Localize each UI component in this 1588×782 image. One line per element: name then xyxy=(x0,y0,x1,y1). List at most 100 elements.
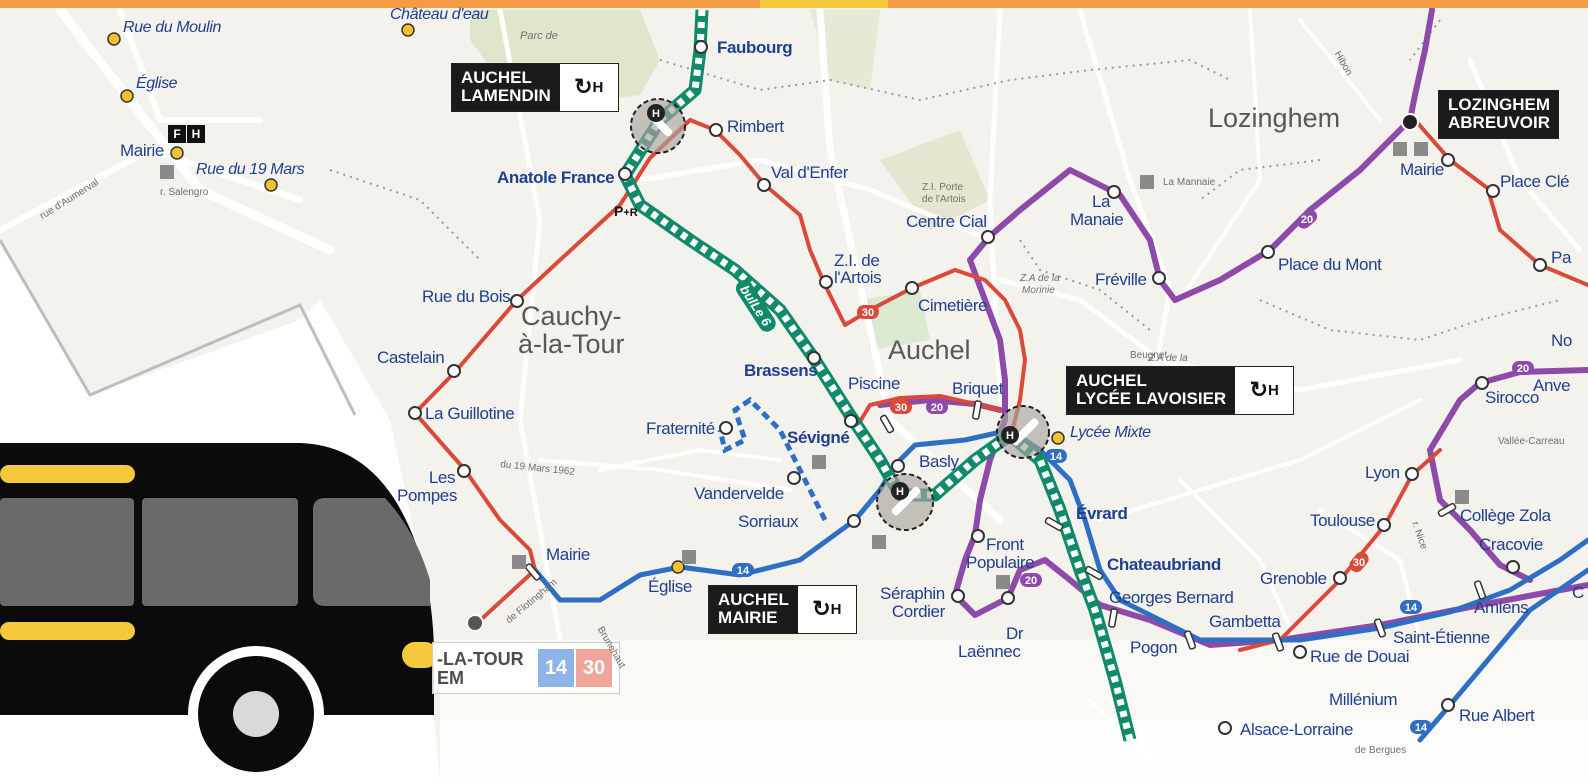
tag-30-c: 30 xyxy=(1353,557,1365,569)
label-mairie-cauchy[interactable]: Mairie xyxy=(546,545,590,564)
town-cauchy-line1: Cauchy- xyxy=(521,301,622,331)
label-rue-de-douai[interactable]: Rue de Douai xyxy=(1310,647,1410,666)
commune-boundary xyxy=(0,239,357,416)
label-chateaubriand[interactable]: Chateaubriand xyxy=(1107,555,1221,574)
label-rue-19-mars[interactable]: Rue du 19 Mars xyxy=(196,161,305,178)
label-cracovie[interactable]: Cracovie xyxy=(1479,535,1543,554)
label-amiens[interactable]: Amiens xyxy=(1474,598,1529,617)
label-chateau-deau[interactable]: Château d'eau xyxy=(390,6,489,23)
network-logo-icon: ↻H xyxy=(812,596,842,622)
label-faubourg[interactable]: Faubourg xyxy=(717,38,793,57)
label-cimetiere[interactable]: Cimetière xyxy=(918,296,988,315)
tag-30-b: 30 xyxy=(895,402,907,414)
label-saint-etienne[interactable]: Saint-Étienne xyxy=(1393,628,1490,647)
label-rue-albert[interactable]: Rue Albert xyxy=(1459,706,1535,725)
stop-briquet xyxy=(972,400,982,420)
label-gambetta[interactable]: Gambetta xyxy=(1209,612,1281,631)
stop-mairie-cauchy xyxy=(524,563,542,581)
label-no[interactable]: No xyxy=(1551,331,1572,350)
label-college-zola[interactable]: Collège Zola xyxy=(1460,506,1551,525)
stop-seraphin xyxy=(951,589,965,603)
label-pogon[interactable]: Pogon xyxy=(1130,638,1178,657)
topbar-orange-left xyxy=(0,0,760,8)
stop-saint-etienne xyxy=(1373,618,1387,638)
label-lycee-mixte[interactable]: Lycée Mixte xyxy=(1070,424,1151,441)
label-evrard[interactable]: Évrard xyxy=(1076,504,1128,523)
stop-pompes xyxy=(457,464,471,478)
stop-manaie xyxy=(1107,185,1121,199)
label-millenium[interactable]: Millénium xyxy=(1329,690,1398,709)
line-20-branch xyxy=(1427,367,1588,583)
text-r-bergues: de Bergues xyxy=(1355,745,1407,756)
label-anatole-france[interactable]: Anatole France xyxy=(497,168,615,187)
label-val-denfer[interactable]: Val d'Enfer xyxy=(771,163,848,182)
label-mairie-top[interactable]: Mairie xyxy=(120,141,164,160)
tag-20-d: 20 xyxy=(1517,363,1529,375)
label-basly[interactable]: Basly xyxy=(919,452,959,471)
text-r-salengro: r. Salengro xyxy=(160,187,209,198)
label-eglise-bottom[interactable]: Église xyxy=(648,577,692,596)
hub-lavoisier-h xyxy=(1001,426,1019,444)
label-piscine[interactable]: Piscine xyxy=(848,374,901,393)
stop-castelain xyxy=(447,364,461,378)
label-brassens[interactable]: Brassens xyxy=(744,361,818,380)
stop-19-mars xyxy=(264,178,278,192)
text-r-vallee-carreau: Vallée-Carreau xyxy=(1498,436,1565,447)
label-eglise-top[interactable]: Église xyxy=(136,75,178,92)
label-freville[interactable]: Fréville xyxy=(1095,270,1147,289)
stop-piscine xyxy=(879,414,895,434)
label-place-du-mont[interactable]: Place du Mont xyxy=(1278,255,1382,274)
industrial-area xyxy=(880,130,990,230)
label-rue-du-bois[interactable]: Rue du Bois xyxy=(422,287,511,306)
label-fraternite[interactable]: Fraternité xyxy=(646,419,715,438)
stop-rue-du-bois xyxy=(510,294,524,308)
label-la-guillotine[interactable]: La Guillotine xyxy=(425,404,515,423)
label-briquet[interactable]: Briquet xyxy=(952,379,1004,398)
topbar-orange-right xyxy=(888,0,1588,8)
label-castelain[interactable]: Castelain xyxy=(377,348,445,367)
label-rue-du-moulin[interactable]: Rue du Moulin xyxy=(123,19,221,36)
label-c-edge[interactable]: C xyxy=(1572,583,1584,602)
label-alsace-lorraine[interactable]: Alsace-Lorraine xyxy=(1240,720,1354,739)
label-toulouse[interactable]: Toulouse xyxy=(1310,511,1375,530)
stop-pa xyxy=(1533,258,1547,272)
label-vandervelde[interactable]: Vandervelde xyxy=(694,484,784,503)
bus-wheel-hub xyxy=(233,691,279,737)
stop-mairie-top xyxy=(170,146,184,160)
label-mairie-loz[interactable]: Mairie xyxy=(1400,160,1444,179)
stop-front xyxy=(971,529,985,543)
label-lyon[interactable]: Lyon xyxy=(1365,463,1400,482)
tag-20-a: 20 xyxy=(931,402,943,414)
label-rimbert[interactable]: Rimbert xyxy=(727,117,784,136)
line-14-south xyxy=(1417,567,1588,743)
text-za-de-la: Z.A de la xyxy=(1148,353,1188,364)
hub-circles xyxy=(630,98,1419,531)
label-anve[interactable]: Anve xyxy=(1533,376,1571,395)
label-pa[interactable]: Pa xyxy=(1551,248,1571,267)
stop-anatole xyxy=(618,167,632,181)
label-centre-cial[interactable]: Centre Cial xyxy=(906,212,987,231)
stop-eglise-top xyxy=(120,89,134,103)
label-sorriaux[interactable]: Sorriaux xyxy=(738,512,799,531)
stop-basly xyxy=(891,459,905,473)
badge-f: F xyxy=(168,125,186,143)
stop-grenoble xyxy=(1333,571,1347,585)
label-georges-bernard[interactable]: Georges Bernard xyxy=(1109,588,1234,607)
label-sevigne[interactable]: Sévigné xyxy=(787,428,850,447)
label-sirocco[interactable]: Sirocco xyxy=(1485,388,1539,407)
bus-illustration xyxy=(0,443,438,782)
hub-mairie-letter: H xyxy=(896,486,904,498)
label-place-cle[interactable]: Place Clé xyxy=(1500,172,1570,191)
label-grenoble[interactable]: Grenoble xyxy=(1260,569,1327,588)
